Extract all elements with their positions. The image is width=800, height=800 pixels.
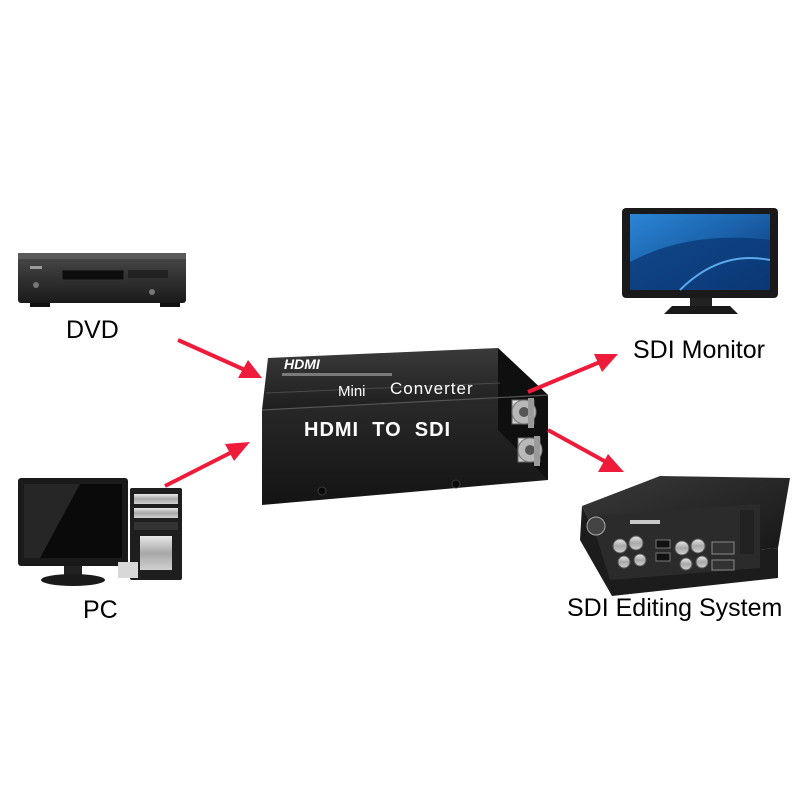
sdi-monitor-label: SDI Monitor: [633, 336, 765, 364]
arrow-converter-to-monitor: [527, 354, 618, 394]
hdmi-to-sdi-converter: HDMI Mini Converter HDMI TO SDI: [261, 348, 549, 505]
dvd-label: DVD: [66, 316, 119, 344]
converter-converter-text: Converter: [390, 379, 474, 398]
pc-icon: [18, 478, 182, 586]
dvd-player-icon: [18, 253, 186, 307]
bnc-connector-bottom-icon: [517, 436, 543, 466]
pc-label: PC: [83, 596, 118, 624]
sdi-editing-system-label: SDI Editing System: [567, 594, 783, 622]
sdi-monitor-icon: [622, 208, 778, 314]
converter-mini-text: Mini: [338, 383, 366, 400]
converter-logo-text: HDMI: [284, 356, 321, 372]
sdi-editing-system-icon: [580, 476, 790, 596]
bnc-connector-top-icon: [511, 398, 537, 428]
converter-title-text: HDMI TO SDI: [304, 419, 451, 441]
arrow-converter-to-editing-system: [547, 428, 624, 472]
arrow-dvd-to-converter: [177, 338, 262, 378]
arrow-pc-to-converter: [164, 442, 250, 488]
